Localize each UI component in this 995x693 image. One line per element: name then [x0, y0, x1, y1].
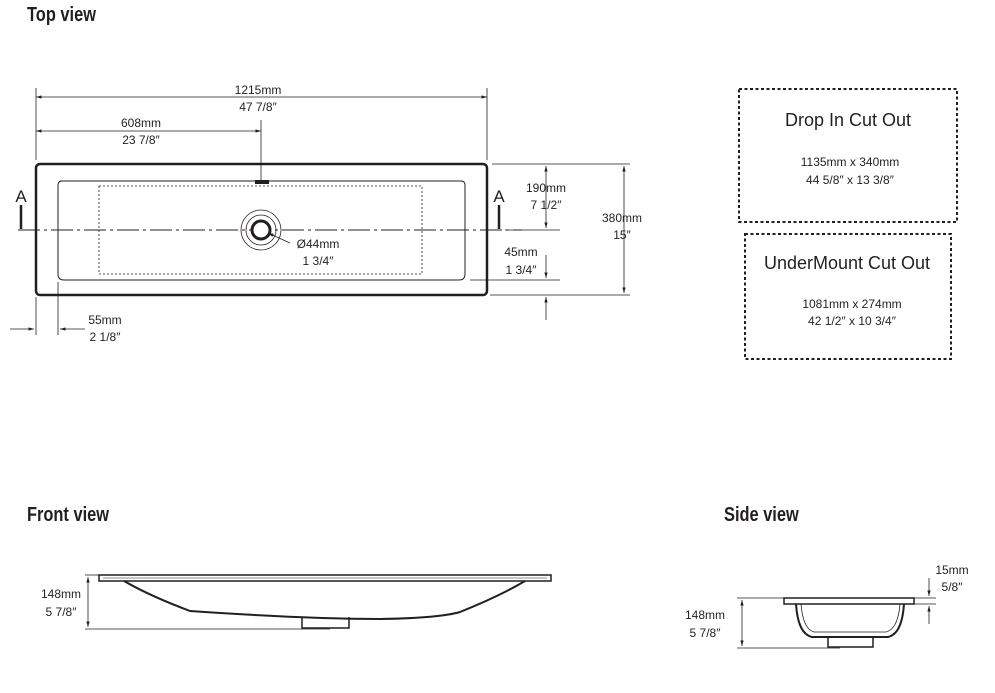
top-view-heading: Top view: [27, 4, 96, 26]
side-margin-in: 2 1/8″: [90, 330, 122, 344]
front-rim: [98, 574, 552, 582]
undermount-cutout-box: UnderMount Cut Out 1081mm x 274mm 42 1/2…: [744, 233, 952, 360]
back-margin-mm: 45mm: [504, 245, 537, 259]
side-margin-mm: 55mm: [88, 313, 121, 327]
waste-diameter-mm: Ø44mm: [297, 237, 340, 251]
back-margin-in: 1 3/4″: [506, 263, 538, 277]
front-to-centre-in: 7 1/2″: [531, 198, 563, 212]
side-bowl-inner: [800, 603, 901, 633]
front-to-centre-mm: 190mm: [526, 181, 566, 195]
undermount-title: UnderMount Cut Out: [764, 253, 930, 273]
waste-diameter-in: 1 3/4″: [303, 254, 335, 268]
overflow-slot: [255, 180, 269, 184]
side-rim: [783, 597, 915, 605]
tap-offset-mm: 608mm: [121, 116, 161, 130]
side-height-mm: 148mm: [685, 608, 725, 622]
side-view-heading: Side view: [724, 504, 799, 526]
side-bowl-outer: [795, 603, 905, 638]
side-rim-in: 5/8″: [942, 580, 964, 594]
front-height-mm: 148mm: [41, 587, 81, 601]
front-view-heading: Front view: [27, 504, 110, 526]
overall-depth-mm: 380mm: [602, 211, 642, 225]
waste-inner: [250, 219, 272, 241]
undermount-in: 42 1/2″ x 10 3/4″: [808, 314, 897, 328]
front-waste: [301, 617, 350, 629]
section-mark-left: A: [15, 187, 27, 206]
overall-width-mm: 1215mm: [235, 83, 282, 97]
section-mark-right: A: [493, 187, 505, 206]
front-height-in: 5 7/8″: [46, 605, 78, 619]
overall-width-in: 47 7/8″: [239, 100, 277, 114]
side-waste: [827, 637, 874, 648]
side-rim-mm: 15mm: [935, 563, 968, 577]
drop-in-in: 44 5/8″ x 13 3/8″: [806, 173, 895, 187]
tap-offset-in: 23 7/8″: [122, 133, 160, 147]
side-view: 148mm 5 7/8″ 15mm 5/8″: [685, 563, 969, 649]
inner-bowl: [57, 180, 466, 281]
undermount-mm: 1081mm x 274mm: [802, 297, 901, 311]
waste-mid: [245, 214, 277, 246]
waste-outer: [240, 209, 282, 251]
drop-in-mm: 1135mm x 340mm: [801, 155, 899, 169]
front-view: 148mm 5 7/8″: [41, 574, 552, 630]
side-height-in: 5 7/8″: [690, 626, 722, 640]
front-bowl: [123, 580, 526, 621]
drop-in-title: Drop In Cut Out: [785, 110, 911, 130]
waste-leader: [267, 232, 291, 244]
overall-depth-in: 15″: [613, 228, 631, 242]
drop-in-cutout-box: Drop In Cut Out 1135mm x 340mm 44 5/8″ x…: [738, 88, 958, 223]
top-view: Ø44mm 1 3/4″ A A 1215mm 47 7/8″ 608mm 23…: [10, 83, 642, 344]
